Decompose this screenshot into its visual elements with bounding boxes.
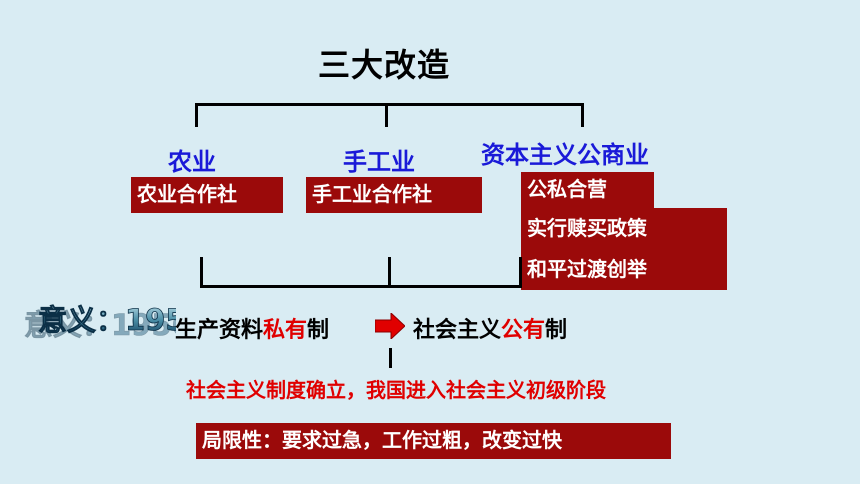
top-bracket-left-drop: [195, 103, 198, 127]
branch-capitalist-label: 资本主义公商业: [481, 141, 649, 169]
significance-to: 社会主义公有制: [413, 312, 567, 344]
limitation-box: 局限性：要求过急，工作过粗，改变过快: [196, 423, 671, 459]
right-arrow-icon: [375, 313, 405, 339]
bottom-bracket-right-rise: [519, 257, 522, 287]
significance-prefix-front: 意义：1956底: [38, 303, 176, 337]
significance-prefix: 意义：1956底: [24, 308, 176, 342]
top-bracket-right-drop: [581, 103, 584, 127]
redemption-policy-box: 实行赎买政策: [521, 208, 727, 248]
branch-agriculture-label: 农业: [168, 148, 216, 176]
top-bracket-horizontal: [195, 103, 584, 106]
system-suffix-from: 制: [307, 318, 330, 343]
peaceful-transition-box: 和平过渡创举: [521, 248, 727, 290]
socialism-text: 社会主义: [413, 318, 502, 343]
branch-handicraft-label: 手工业: [343, 148, 415, 176]
system-suffix-to: 制: [545, 318, 568, 343]
top-bracket-middle-drop: [385, 103, 388, 127]
bottom-bracket-horizontal: [200, 285, 522, 288]
handicraft-cooperative-box: 手工业合作社: [306, 177, 482, 213]
means-of-production: 生产资料: [175, 318, 264, 343]
public-ownership-emphasis: 公有: [501, 318, 546, 343]
conclusion-connector: [389, 348, 392, 368]
conclusion-text: 社会主义制度确立，我国进入社会主义初级阶段: [186, 378, 606, 402]
private-ownership-emphasis: 私有: [263, 318, 308, 343]
agriculture-cooperative-box: 农业合作社: [131, 177, 283, 213]
significance-wordart: 意义：1956底 意义：1956底: [8, 292, 176, 344]
joint-state-private-box: 公私合营: [521, 172, 654, 208]
bottom-bracket-left-rise: [200, 257, 203, 287]
significance-from: 生产资料私有制: [175, 312, 329, 344]
bottom-bracket-middle-rise: [388, 257, 391, 287]
diagram-title: 三大改造: [318, 46, 451, 84]
